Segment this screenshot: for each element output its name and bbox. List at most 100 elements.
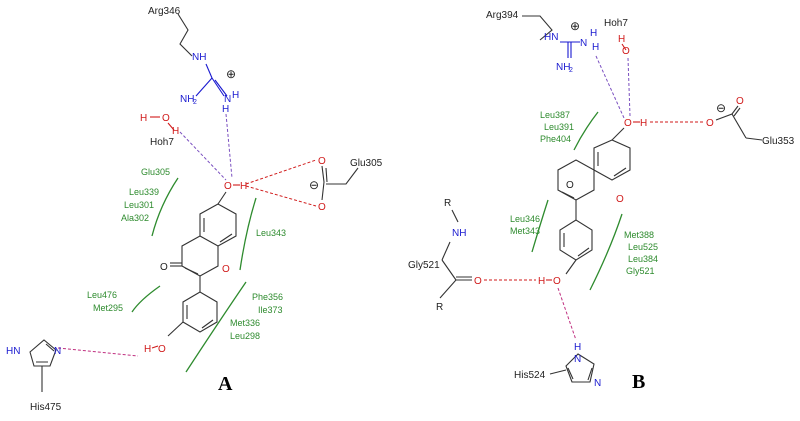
arg-chain-bond bbox=[177, 13, 193, 57]
water-b-o: O bbox=[622, 46, 630, 57]
imidazole-his475: HN N bbox=[6, 339, 61, 392]
hbond-water bbox=[179, 131, 227, 181]
res-green-leu339: Leu339 bbox=[129, 187, 159, 197]
minus-charge-icon: ⊖ bbox=[309, 178, 319, 192]
res-green-met388: Met388 bbox=[624, 230, 654, 240]
atom-nh2: NH bbox=[180, 94, 194, 105]
gly-carbonyl bbox=[456, 276, 472, 281]
hbond-arg394 bbox=[595, 55, 625, 119]
water-h2: H bbox=[172, 126, 179, 137]
his524-n1: N bbox=[574, 354, 581, 365]
phenol-bond bbox=[167, 321, 184, 337]
glu353-o2: O bbox=[736, 96, 744, 107]
hbond-arg bbox=[225, 113, 233, 179]
hydrophobic-group-2: Leu343 bbox=[239, 197, 286, 271]
imidazole-double bbox=[36, 343, 55, 363]
hydroxyl-ring-bond bbox=[217, 191, 227, 205]
ring-oxygen: O bbox=[222, 264, 230, 275]
ring-a-b bbox=[593, 139, 631, 181]
res-green-leu343: Leu343 bbox=[256, 228, 286, 238]
glu-carboxyl-bonds bbox=[321, 165, 328, 201]
arg394-h2: H bbox=[590, 28, 597, 39]
ring-a bbox=[199, 203, 237, 247]
res-green-glu305: Glu305 bbox=[141, 167, 170, 177]
res-green-leu387: Leu387 bbox=[540, 110, 570, 120]
subscript-2: 2 bbox=[193, 99, 197, 106]
ring-b-double bbox=[186, 305, 214, 329]
hydrophobic-arc-b1 bbox=[573, 111, 599, 151]
gly-r1-bond bbox=[451, 209, 459, 223]
res-green-leu391: Leu391 bbox=[544, 122, 574, 132]
res-green-leu298: Leu298 bbox=[230, 331, 260, 341]
glu-chain-bond bbox=[326, 167, 359, 185]
res-green-gly521: Gly521 bbox=[626, 266, 655, 276]
isoflavone-core: O O bbox=[160, 203, 237, 337]
hydrophobic-group-b3: Met388 Leu525 Leu384 Gly521 bbox=[589, 213, 658, 291]
residue-his475: His475 bbox=[30, 402, 62, 413]
gly-r2: R bbox=[436, 302, 443, 313]
plus-charge-icon-b: ⊕ bbox=[570, 19, 580, 33]
ring-oxygen-b: O bbox=[616, 194, 624, 205]
hydrophobic-arc-b3 bbox=[589, 213, 623, 291]
glu-o2: O bbox=[318, 202, 326, 213]
arg394-hn: HN bbox=[544, 32, 558, 43]
glu353-o1: O bbox=[706, 118, 714, 129]
residue-hoh7: Hoh7 bbox=[150, 137, 174, 148]
hydrophobic-group-b1: Leu387 Leu391 Phe404 bbox=[540, 110, 599, 151]
hydrophobic-arc-4 bbox=[185, 281, 247, 373]
subscript-2-b: 2 bbox=[569, 67, 573, 74]
glu-o1: O bbox=[318, 156, 326, 167]
gly-o: O bbox=[474, 276, 482, 287]
res-green-met343: Met343 bbox=[510, 226, 540, 236]
residue-glu353: Glu353 bbox=[762, 136, 795, 147]
res-green-met295: Met295 bbox=[93, 303, 123, 313]
ring-b bbox=[182, 291, 218, 333]
panel-b: Arg394 HN ⊕ N H H NH 2 Hoh7 H O O H O O … bbox=[408, 10, 795, 393]
panel-label-b: B bbox=[632, 371, 645, 393]
arg394-chain bbox=[522, 15, 553, 41]
arg394-h1: H bbox=[592, 42, 599, 53]
hydrophobic-arc-b2 bbox=[531, 199, 549, 253]
res-green-leu525: Leu525 bbox=[628, 242, 658, 252]
phenol-h: H bbox=[144, 344, 151, 355]
ring-c bbox=[181, 235, 219, 277]
atom-h-right: H bbox=[232, 90, 239, 101]
res-green-ile373: Ile373 bbox=[258, 305, 283, 315]
residue-his524: His524 bbox=[514, 370, 546, 381]
arg-bond bbox=[205, 63, 213, 79]
res-green-leu346: Leu346 bbox=[510, 214, 540, 224]
hydrophobic-arc-1 bbox=[151, 177, 179, 237]
residue-gly521: Gly521 bbox=[408, 260, 440, 271]
res-green-phe356: Phe356 bbox=[252, 292, 283, 302]
water-o: O bbox=[162, 113, 170, 124]
hbond-glu-o2 bbox=[245, 185, 317, 207]
hbond-his524 bbox=[557, 287, 577, 341]
arg394-nh2: NH bbox=[556, 62, 570, 73]
hydrophobic-group-b2: Leu346 Met343 bbox=[510, 199, 549, 253]
plus-charge-icon: ⊕ bbox=[226, 67, 236, 81]
imidazole-b-double bbox=[567, 367, 593, 381]
imidazole-ring bbox=[29, 339, 57, 367]
his524-h: H bbox=[574, 342, 581, 353]
hydrophobic-group-4: Phe356 Ile373 Met336 Leu298 bbox=[185, 281, 283, 373]
res-green-met336: Met336 bbox=[230, 318, 260, 328]
res-green-phe404: Phe404 bbox=[540, 134, 571, 144]
res-green-leu476: Leu476 bbox=[87, 290, 117, 300]
phenol-oh-bond bbox=[151, 345, 159, 349]
phenol-b-bond bbox=[565, 259, 577, 275]
ring-c-b bbox=[557, 159, 595, 201]
water-b-bond bbox=[621, 43, 627, 51]
carbonyl-o: O bbox=[160, 262, 168, 273]
atom-h-bottom: H bbox=[222, 104, 229, 115]
arg-guanidine-bonds bbox=[195, 77, 228, 97]
glu353-chain bbox=[745, 137, 763, 141]
phenol-b-o: O bbox=[553, 276, 561, 287]
water-bond2 bbox=[167, 122, 175, 131]
ring-a-double bbox=[203, 218, 233, 243]
ring-b-b bbox=[559, 219, 593, 261]
phenol-o: O bbox=[158, 344, 166, 355]
residue-glu305: Glu305 bbox=[350, 158, 383, 169]
hydroxyl-b-ring-bond bbox=[611, 127, 625, 141]
water-b-h: H bbox=[618, 34, 625, 45]
